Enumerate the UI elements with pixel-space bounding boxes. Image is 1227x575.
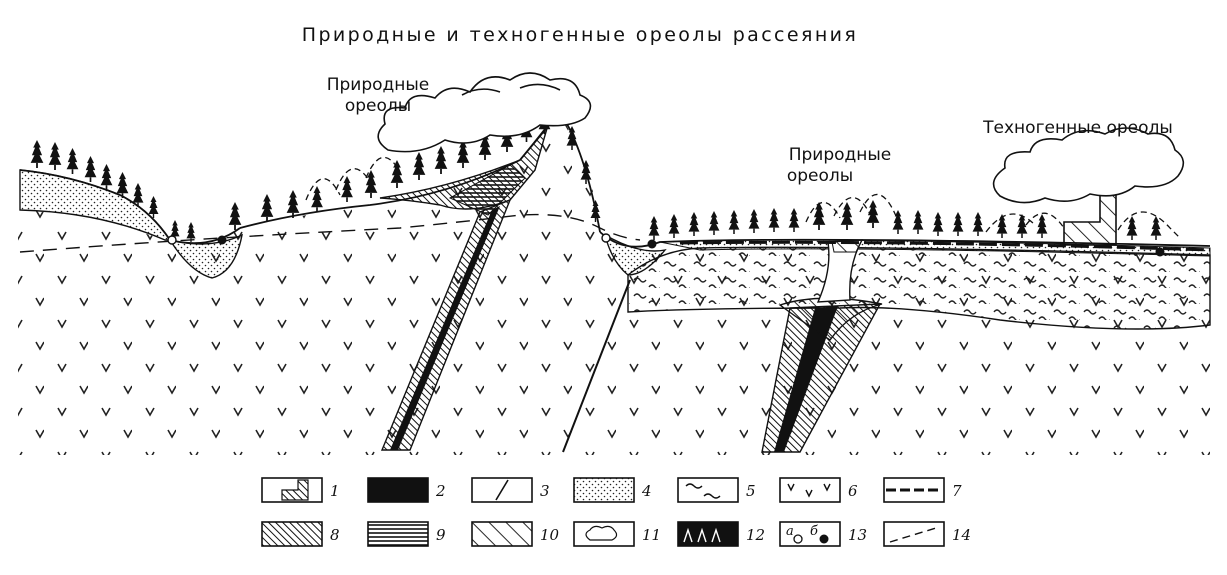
fault-line — [562, 279, 631, 453]
legend-item-13: а б 13 — [779, 521, 867, 547]
diagram-title: Природные и техногенные ореолы рассеяния — [302, 24, 858, 46]
legend-item-14: 14 — [883, 521, 971, 547]
legend-item-5: 5 — [677, 477, 756, 503]
legend-item-9: 9 — [367, 521, 446, 547]
legend-num-12: 12 — [746, 526, 765, 544]
sample-point-open — [167, 235, 177, 245]
legend-num-14: 14 — [952, 526, 971, 544]
legend-item-11: 11 — [573, 521, 661, 547]
legend-item-4: 4 — [573, 477, 652, 503]
legend-item-10: 10 — [471, 521, 560, 547]
legend-num-3: 3 — [540, 482, 550, 500]
bedrock-volcanic — [18, 112, 1210, 455]
legend-num-13: 13 — [848, 526, 867, 544]
label-technogenic-halos: Техногенные ореолы — [982, 118, 1173, 138]
legend-num-2: 2 — [435, 482, 446, 500]
legend-13-sub-a: а — [786, 524, 794, 539]
sample-point-filled — [1155, 247, 1165, 257]
legend-num-6: 6 — [848, 482, 858, 500]
ground-surface-left — [19, 169, 241, 245]
ore-body-right — [778, 297, 883, 341]
label-natural-halos-right-2: ореолы — [787, 166, 853, 186]
sample-point-filled — [647, 239, 657, 249]
legend-num-10: 10 — [540, 526, 560, 544]
road — [679, 240, 1211, 252]
legend-num-7: 7 — [952, 482, 962, 500]
groundwater-level — [19, 213, 641, 253]
sample-point-open — [601, 233, 611, 243]
legend-item-7: 7 — [883, 477, 962, 503]
legend-num-1: 1 — [330, 482, 340, 500]
cloud-right — [992, 127, 1185, 204]
label-natural-halos-right: Природные — [789, 145, 892, 165]
vegetation-halos — [305, 156, 1181, 239]
label-natural-halos-left: Природные — [327, 75, 430, 95]
legend-item-6: 6 — [779, 477, 858, 503]
legend-num-4: 4 — [641, 482, 652, 500]
ground-surface-right — [599, 231, 1211, 248]
legend-13-sub-b: б — [810, 524, 818, 539]
legend-item-12: 12 — [677, 521, 765, 547]
cloud-left — [377, 72, 592, 153]
ore-vein-right-core — [774, 306, 838, 452]
legend-num-11: 11 — [642, 526, 661, 544]
sample-point-filled — [217, 235, 227, 245]
legend-num-8: 8 — [330, 526, 340, 544]
legend-item-3: 3 — [471, 477, 550, 503]
alluvium-left-valley — [168, 233, 243, 279]
ore-vein-left-core — [390, 206, 500, 450]
legend: 1 2 3 4 5 6 7 — [261, 477, 971, 547]
label-natural-halos-left-2: ореолы — [345, 96, 411, 116]
legend-num-9: 9 — [436, 526, 446, 544]
legend-item-1: 1 — [261, 477, 340, 503]
ore-halo-top — [448, 164, 526, 216]
legend-item-8: 8 — [261, 521, 340, 547]
legend-num-5: 5 — [746, 482, 756, 500]
legend-item-2: 2 — [367, 477, 446, 503]
